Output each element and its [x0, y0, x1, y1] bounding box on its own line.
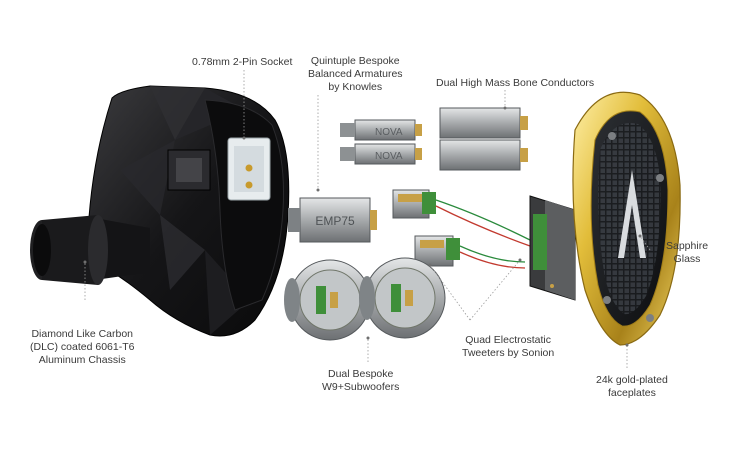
- tweeter-lower: [414, 235, 460, 267]
- nova-top-mark: NOVA: [375, 127, 403, 138]
- two-pin-socket: [227, 137, 271, 201]
- tweeter-upper: [392, 189, 436, 219]
- crossover-module: [529, 195, 576, 301]
- label-subwoofers: Dual Bespoke W9+Subwoofers: [322, 368, 400, 393]
- label-armatures: Quintuple Bespoke Balanced Armatures by …: [308, 55, 403, 93]
- subwoofer-left: [284, 259, 371, 341]
- label-bone-conductors: Dual High Mass Bone Conductors: [436, 77, 595, 89]
- label-faceplate: 24k gold-plated faceplates: [596, 374, 668, 399]
- subwoofer-right: [359, 257, 446, 339]
- label-chassis: Diamond Like Carbon (DLC) coated 6061-T6…: [30, 328, 135, 366]
- label-tweeters: Quad Electrostatic Tweeters by Sonion: [462, 334, 555, 359]
- emp75-mark: EMP75: [315, 214, 355, 228]
- leader-lines: [84, 70, 651, 368]
- chassis-shell: [87, 85, 290, 337]
- bone-conductor-bottom: [439, 139, 528, 171]
- label-socket: 0.78mm 2-Pin Socket: [192, 56, 293, 68]
- nova-bottom-mark: NOVA: [375, 151, 403, 162]
- emp75-driver: EMP75: [288, 197, 377, 243]
- label-sapphire-glass: Sapphire Glass: [666, 240, 709, 265]
- nova-armature-bottom: NOVA: [340, 143, 422, 165]
- leader-dots: [83, 106, 642, 347]
- bone-conductor-top: [439, 107, 528, 139]
- nozzle: [30, 215, 150, 285]
- nova-armature-top: NOVA: [340, 119, 422, 141]
- gold-faceplate: [572, 91, 681, 346]
